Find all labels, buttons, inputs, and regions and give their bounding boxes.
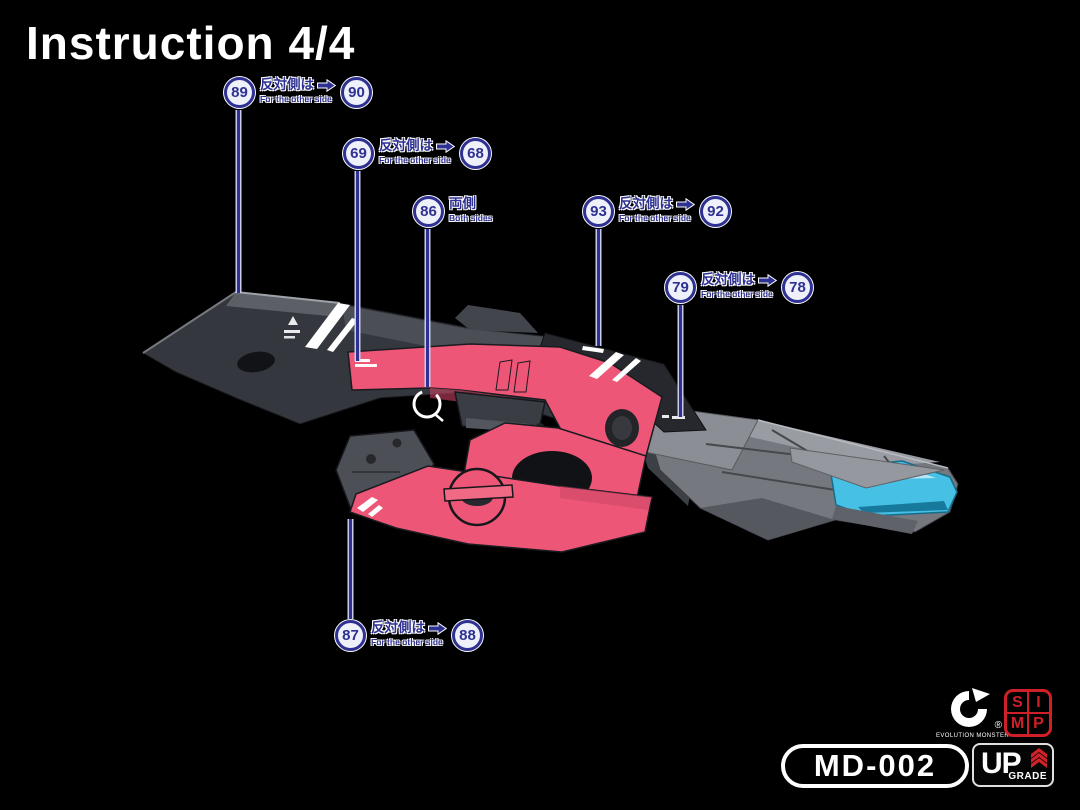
simp-letter: P <box>1033 714 1044 732</box>
callout-en-label: For the other side <box>371 636 443 647</box>
upgrade-badge: UP GRADE <box>972 743 1054 787</box>
leader-line-87 <box>349 519 352 619</box>
arrow-right-icon <box>758 273 777 287</box>
weapon-decals <box>284 303 685 517</box>
decal-plate-text <box>662 415 669 418</box>
callout-jp-label: 反対側は <box>619 196 673 211</box>
callout-en-label: For the other side <box>379 154 451 165</box>
evolution-monster-label: EVOLUTION MONSTER <box>936 733 1010 739</box>
callout-pair-circle: 92 <box>700 196 731 227</box>
weapon-blade-slot <box>237 351 275 373</box>
callout-num-circle: 86 <box>413 196 444 227</box>
simp-logo: S I M P <box>1004 689 1052 737</box>
arrow-right-icon <box>676 197 695 211</box>
callout-num-circle: 69 <box>343 138 374 169</box>
decal-rail-text <box>582 346 604 353</box>
callout-89: 89 反対側は For the other side 90 <box>224 77 372 108</box>
weapon-rear-section <box>636 403 959 541</box>
callout-jp-label: 両側 <box>449 196 476 211</box>
decal-blade-stripe <box>305 303 350 349</box>
model-code-text: MD-002 <box>813 748 937 783</box>
arrow-right-icon <box>428 621 447 635</box>
decal-ring <box>412 389 442 419</box>
callout-jp-label: 反対側は <box>701 272 755 287</box>
simp-letter: I <box>1036 693 1041 711</box>
callout-en-label: Both sides <box>449 212 493 223</box>
leader-line-79 <box>679 305 682 417</box>
callout-jp-label: 反対側は <box>379 138 433 153</box>
evolution-monster-icon <box>951 688 990 727</box>
weapon-muzzle-flap <box>789 447 945 489</box>
model-code-badge: MD-002 <box>781 744 969 788</box>
evolution-monster-logo: ® EVOLUTION MONSTER <box>936 688 1010 739</box>
callout-pair-circle: 68 <box>460 138 491 169</box>
callout-pair-circle: 78 <box>782 272 813 303</box>
callout-pair-circle: 88 <box>452 620 483 651</box>
callout-en-label: For the other side <box>701 288 773 299</box>
callout-69: 69 反対側は For the other side 68 <box>343 138 491 169</box>
upgrade-main-text: UP <box>981 747 1022 780</box>
upgrade-sub-text: GRADE <box>1008 771 1047 782</box>
decal-magazine-stripe <box>357 497 378 512</box>
arrow-right-icon <box>317 78 336 92</box>
callout-87: 87 反対側は For the other side 88 <box>335 620 483 651</box>
callout-79: 79 反対側は For the other side 78 <box>665 272 813 303</box>
callout-en-label: For the other side <box>619 212 691 223</box>
callout-93: 93 反対側は For the other side 92 <box>583 196 731 227</box>
upgrade-chevrons-icon <box>1031 748 1047 768</box>
callout-jp-label: 反対側は <box>371 620 425 635</box>
callout-num-circle: 89 <box>224 77 255 108</box>
callout-jp-label: 反対側は <box>260 77 314 92</box>
leader-line-93 <box>597 229 600 346</box>
simp-letter: S <box>1012 693 1023 711</box>
decal-caution-glyph <box>288 316 298 325</box>
arrow-right-icon <box>436 139 455 153</box>
leader-line-89 <box>237 110 240 293</box>
leader-line-69 <box>356 171 359 361</box>
leader-line-86 <box>426 229 429 387</box>
decal-rail-stripe <box>589 352 624 379</box>
page-title: Instruction 4/4 <box>26 17 356 69</box>
decal-receiver-text <box>355 359 370 362</box>
registered-trademark: ® <box>994 720 1002 731</box>
callout-num-circle: 87 <box>335 620 366 651</box>
callout-num-circle: 79 <box>665 272 696 303</box>
simp-letter: M <box>1010 714 1025 732</box>
callout-86: 86 両側 Both sides <box>413 196 525 227</box>
callout-en-label: For the other side <box>260 93 332 104</box>
callout-num-circle: 93 <box>583 196 614 227</box>
callout-pair-circle: 90 <box>341 77 372 108</box>
